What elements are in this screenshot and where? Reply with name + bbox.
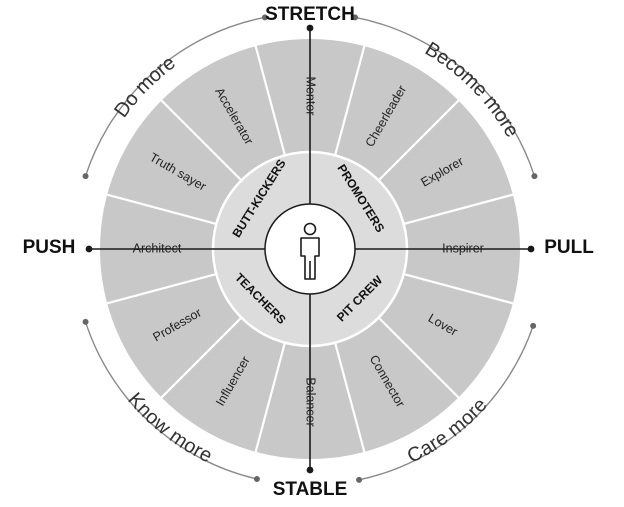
- role-label: Mentor: [304, 77, 318, 116]
- outer-arc: [84, 321, 258, 480]
- segment-divider: [160, 99, 243, 182]
- segment-divider: [105, 193, 217, 225]
- segment-divider: [160, 316, 243, 399]
- person-icon: [300, 222, 320, 280]
- person-body-icon: [300, 237, 320, 280]
- segment-divider: [403, 193, 515, 225]
- segment-divider: [377, 99, 460, 182]
- arc-end-dot: [356, 476, 363, 483]
- arc-end-dot: [531, 173, 538, 180]
- segment-divider: [377, 316, 460, 399]
- arc-end-dot: [82, 318, 89, 325]
- arc-end-dot: [530, 322, 537, 329]
- person-head-icon: [303, 222, 317, 236]
- segment-divider: [254, 342, 286, 454]
- axis-endpoint-dot: [85, 245, 93, 253]
- segment-divider: [403, 273, 515, 305]
- axis-label-stable: STABLE: [273, 479, 348, 500]
- outer-arc: [354, 16, 536, 177]
- axis-endpoint-dot: [306, 466, 314, 474]
- axis-endpoint-dot: [306, 24, 314, 32]
- outer-arc: [358, 325, 534, 481]
- segment-divider: [105, 273, 217, 305]
- arc-end-dot: [82, 173, 89, 180]
- segment-divider: [334, 342, 366, 454]
- role-label: Balancer: [304, 377, 318, 426]
- axis-label-push: PUSH: [23, 237, 76, 258]
- axis-label-stretch: STRETCH: [265, 4, 355, 25]
- segment-divider: [334, 44, 366, 156]
- segment-divider: [254, 44, 286, 156]
- axis-label-pull: PULL: [544, 237, 594, 258]
- role-label: Architect: [133, 241, 182, 255]
- center-circle: [264, 203, 356, 295]
- center-badge: [264, 203, 356, 295]
- arc-end-dot: [352, 14, 359, 21]
- arc-end-dot: [253, 475, 260, 482]
- axis-endpoint-dot: [527, 245, 535, 253]
- outer-arc: [84, 16, 266, 177]
- arc-end-dot: [261, 14, 268, 21]
- role-label: Inspirer: [442, 241, 484, 255]
